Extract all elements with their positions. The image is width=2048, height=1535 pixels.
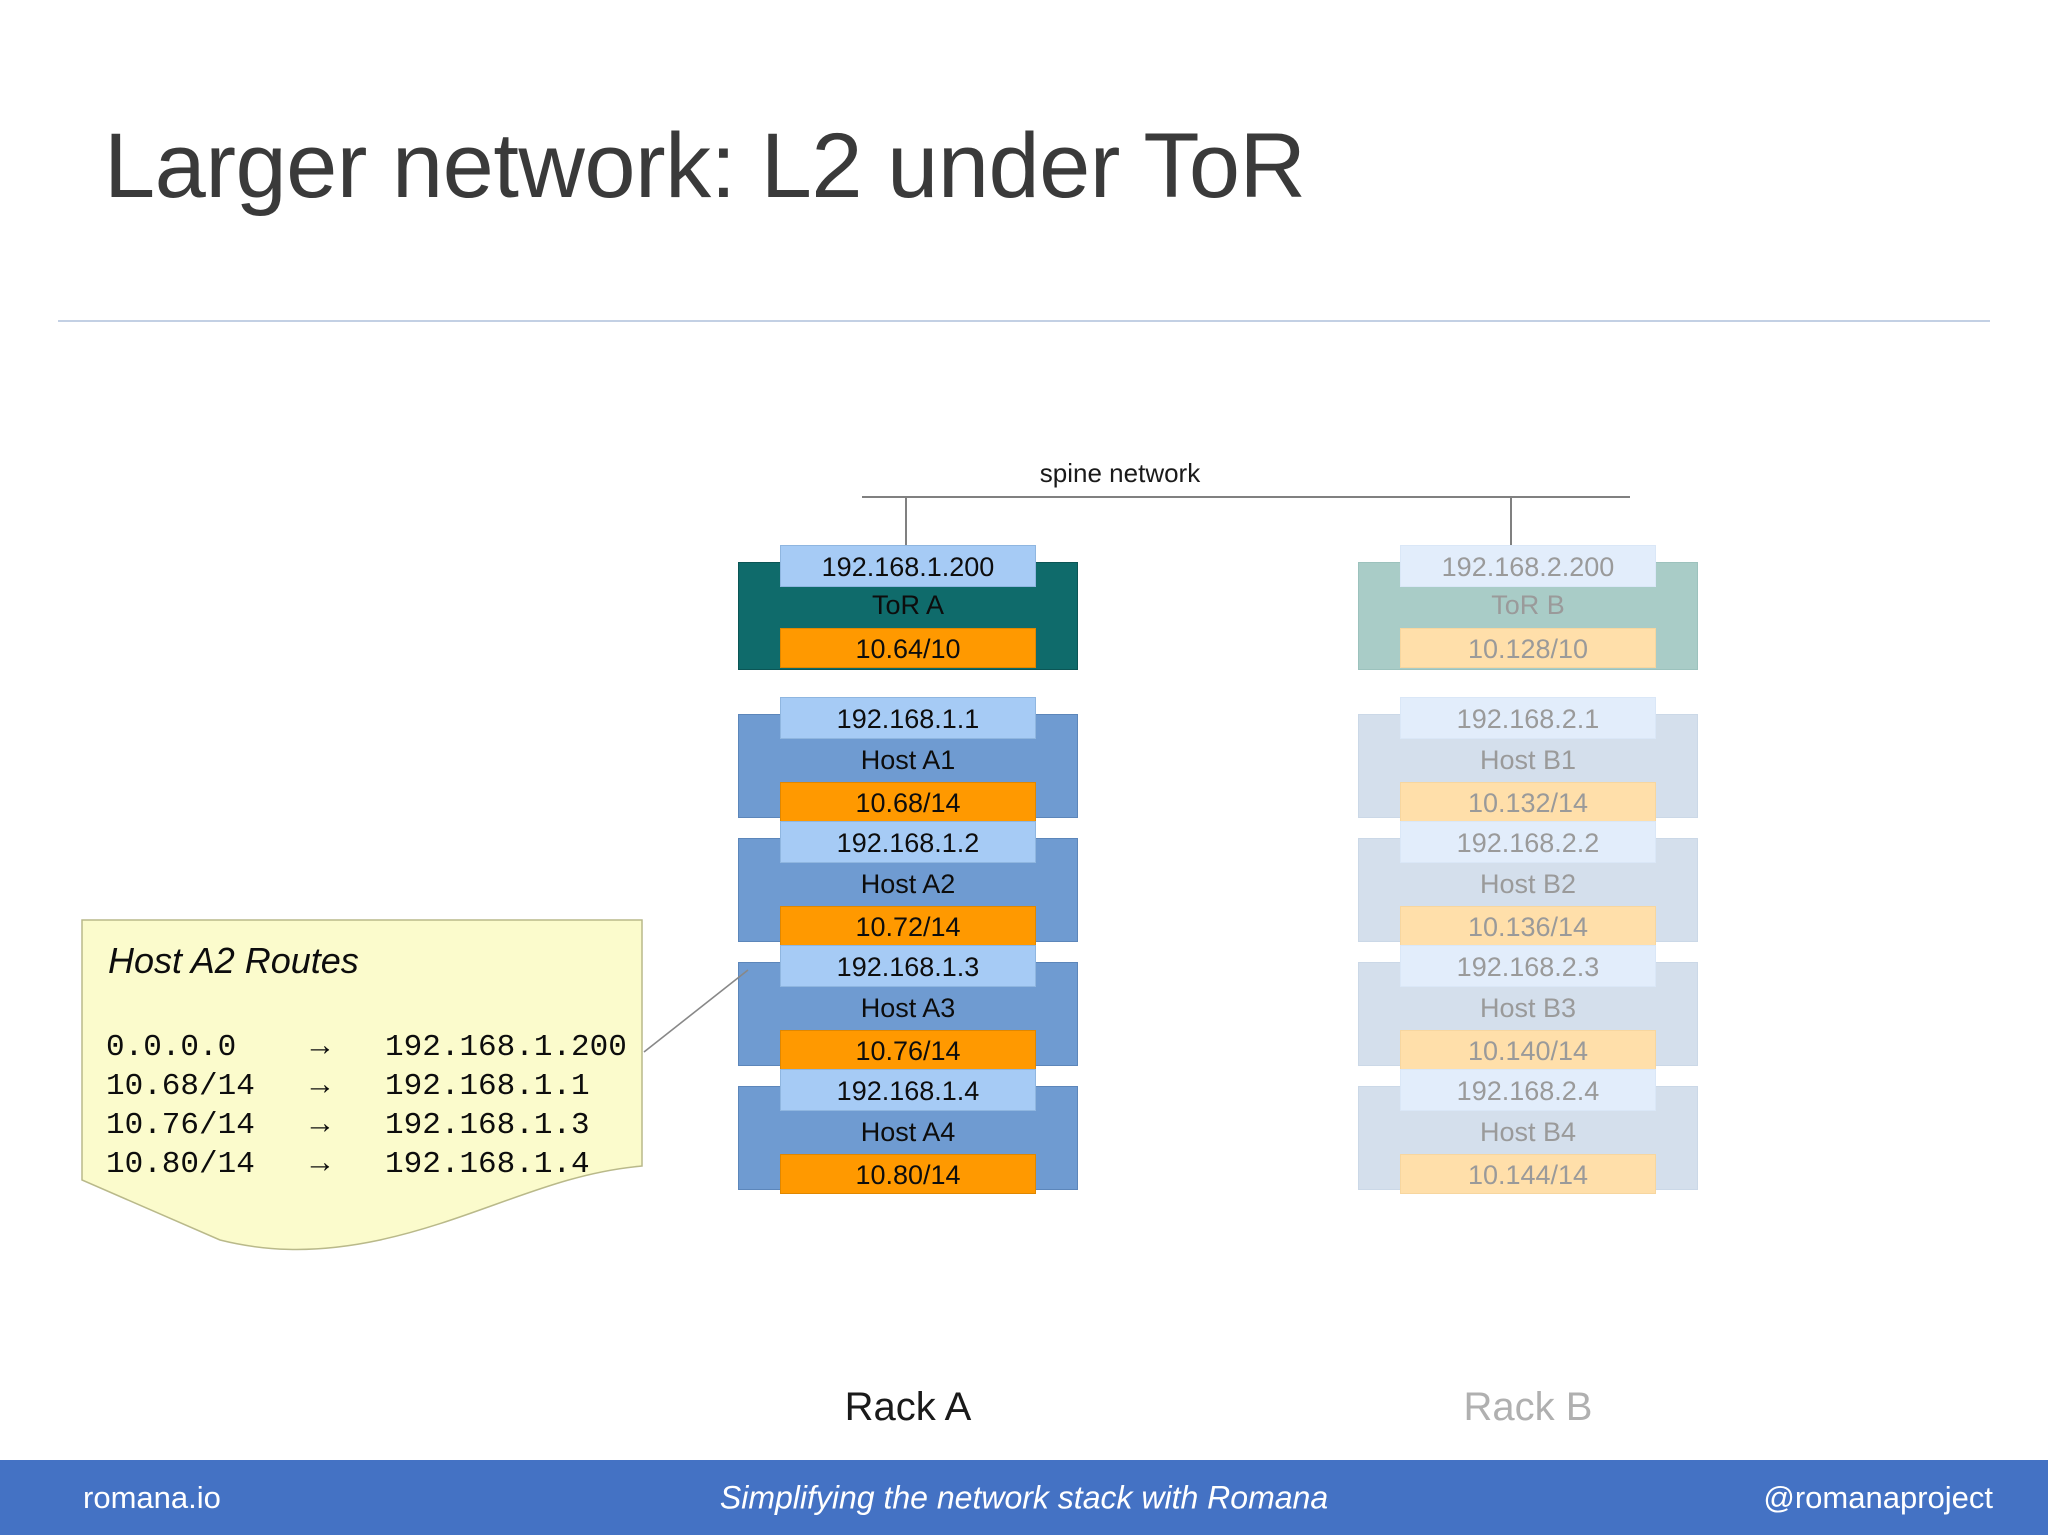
node-name-label: Host A4: [860, 1117, 956, 1147]
route-destination: 10.68/14: [106, 1069, 255, 1104]
node-name-label: Host B2: [1479, 869, 1577, 899]
node-name-label: Host B4: [1479, 1117, 1577, 1147]
node-cidr-label: 10.68/14: [780, 782, 1036, 822]
route-destination: 10.76/14: [106, 1108, 255, 1143]
spine-network-label: spine network: [1039, 458, 1201, 488]
route-row: 10.76/14 → 192.168.1.3: [106, 1106, 627, 1145]
spine-uplink-rack-a: [905, 496, 907, 562]
node-cidr-label: 10.64/10: [780, 628, 1036, 668]
node-name-label: Host B1: [1479, 745, 1577, 775]
page-title: Larger network: L2 under ToR: [104, 115, 1306, 217]
node-ip-label: 192.168.1.200: [780, 545, 1036, 587]
node-cidr-label: 10.136/14: [1400, 906, 1656, 946]
node-name-label: Host A1: [860, 745, 956, 775]
node-ip-label: 192.168.2.200: [1400, 545, 1656, 587]
node-ip-label: 192.168.1.1: [780, 697, 1036, 739]
callout-shape: [81, 919, 643, 1251]
route-row: 0.0.0.0 → 192.168.1.200: [106, 1028, 627, 1067]
node-name-label: Host B3: [1479, 993, 1577, 1023]
node-name-label: ToR B: [1491, 590, 1565, 620]
node-cidr-label: 10.132/14: [1400, 782, 1656, 822]
footer-handle[interactable]: @romanaproject: [1763, 1479, 1993, 1515]
route-gateway: 192.168.1.200: [385, 1030, 627, 1065]
node-ip-label: 192.168.1.2: [780, 821, 1036, 863]
route-gateway: 192.168.1.1: [385, 1069, 590, 1104]
route-destination: 0.0.0.0: [106, 1030, 237, 1065]
route-arrow-icon: →: [310, 1069, 330, 1104]
spine-uplink-rack-b: [1510, 496, 1512, 562]
node-name-label: ToR A: [871, 590, 945, 620]
route-arrow-icon: →: [310, 1108, 330, 1143]
node-ip-label: 192.168.1.3: [780, 945, 1036, 987]
route-row: 10.80/14 → 192.168.1.4: [106, 1145, 627, 1184]
callout-title: Host A2 Routes: [108, 940, 359, 981]
node-cidr-label: 10.72/14: [780, 906, 1036, 946]
node-ip-label: 192.168.2.4: [1400, 1069, 1656, 1111]
title-divider: [58, 320, 1990, 322]
callout-route-table: 0.0.0.0 → 192.168.1.200 10.68/14 → 192.168.1.…: [106, 1028, 627, 1184]
node-name-label: Host A3: [860, 993, 956, 1023]
callout-leader-line: [643, 969, 749, 1053]
route-gateway: 192.168.1.4: [385, 1147, 590, 1182]
node-cidr-label: 10.144/14: [1400, 1154, 1656, 1194]
node-ip-label: 192.168.2.1: [1400, 697, 1656, 739]
node-ip-label: 192.168.2.2: [1400, 821, 1656, 863]
footer-tagline: Simplifying the network stack with Roman…: [719, 1479, 1329, 1515]
node-name-label: Host A2: [860, 869, 956, 899]
rack-label-b: Rack B: [1463, 1385, 1593, 1429]
footer-bar: romana.io Simplifying the network stack …: [0, 1460, 2048, 1535]
route-arrow-icon: →: [310, 1030, 330, 1065]
rack-label-a: Rack A: [844, 1385, 972, 1429]
node-cidr-label: 10.128/10: [1400, 628, 1656, 668]
node-ip-label: 192.168.2.3: [1400, 945, 1656, 987]
route-arrow-icon: →: [310, 1147, 330, 1182]
node-cidr-label: 10.80/14: [780, 1154, 1036, 1194]
node-ip-label: 192.168.1.4: [780, 1069, 1036, 1111]
node-cidr-label: 10.76/14: [780, 1030, 1036, 1070]
node-cidr-label: 10.140/14: [1400, 1030, 1656, 1070]
route-gateway: 192.168.1.3: [385, 1108, 590, 1143]
route-row: 10.68/14 → 192.168.1.1: [106, 1067, 627, 1106]
spine-network-line: [862, 496, 1630, 498]
route-destination: 10.80/14: [106, 1147, 255, 1182]
footer-site[interactable]: romana.io: [83, 1479, 221, 1515]
